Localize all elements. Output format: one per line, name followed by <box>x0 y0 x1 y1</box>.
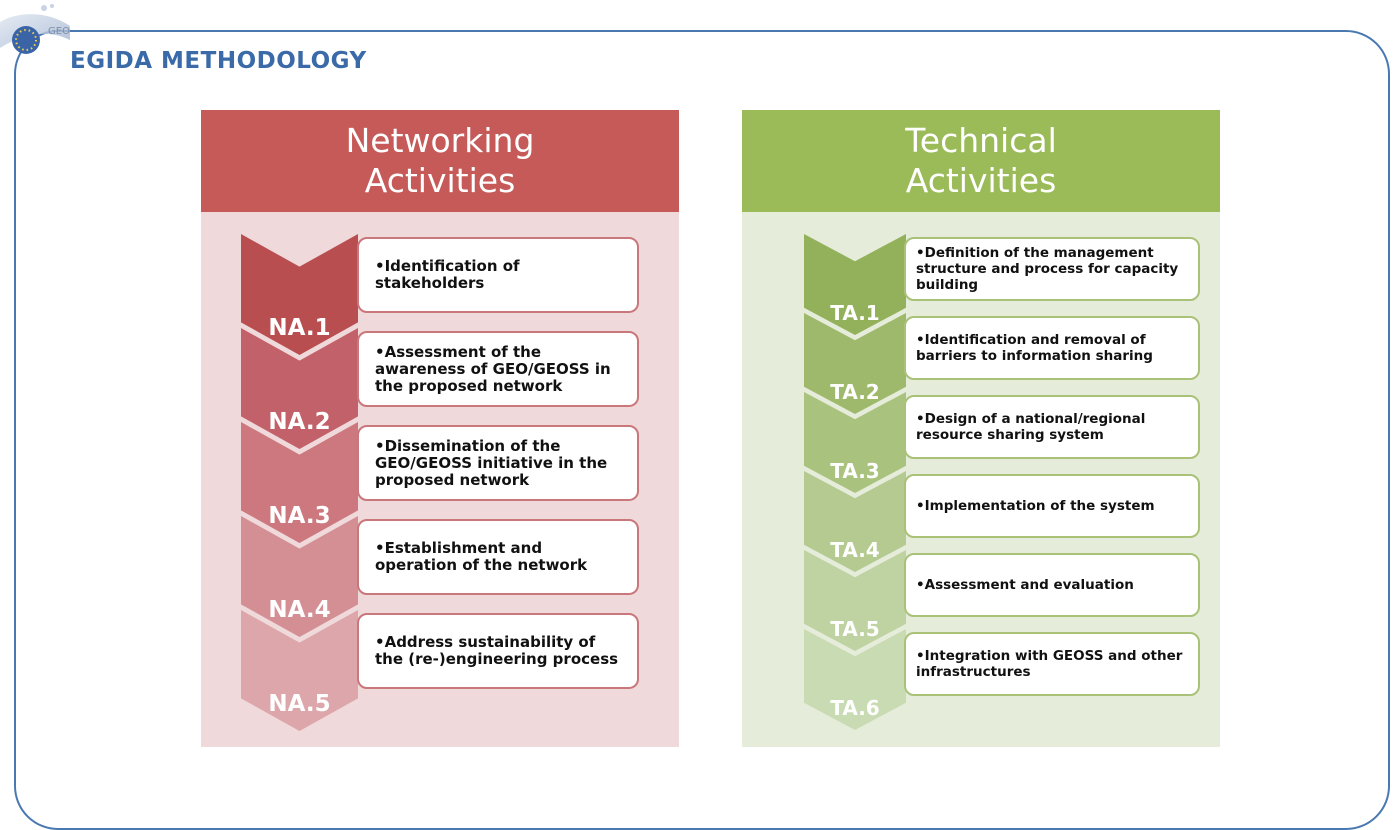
ta-step-5-description: •Assessment and evaluation <box>904 553 1200 617</box>
na-step-2-code: NA.2 <box>268 409 331 435</box>
ta-step-6-code: TA.6 <box>830 696 880 720</box>
na-step-2-description: •Assessment of the awareness of GEO/GEOS… <box>357 331 639 407</box>
ta-step-6-description: •Integration with GEOSS and other infras… <box>904 632 1200 696</box>
na-step-3-description: •Dissemination of the GEO/GEOSS initiati… <box>357 425 639 501</box>
ta-step-2-description: •Identification and removal of barriers … <box>904 316 1200 380</box>
ta-step-1-code: TA.1 <box>830 301 880 325</box>
ta-step-3-code: TA.3 <box>830 459 880 483</box>
na-step-5-description: •Address sustainability of the (re-)engi… <box>357 613 639 689</box>
na-step-4-description: •Establishment and operation of the netw… <box>357 519 639 595</box>
ta-step-4-code: TA.4 <box>830 538 880 562</box>
slide-title: EGIDA METHODOLOGY <box>70 48 367 74</box>
technical-title: Technical Activities <box>742 110 1220 212</box>
na-step-5-code: NA.5 <box>268 691 331 717</box>
ta-step-4-description: •Implementation of the system <box>904 474 1200 538</box>
ta-step-2-code: TA.2 <box>830 380 880 404</box>
ta-step-1-description: •Definition of the management structure … <box>904 237 1200 301</box>
networking-panel: Networking Activities NA.1 •Identificatio… <box>201 110 679 747</box>
na-step-1-code: NA.1 <box>268 315 331 341</box>
ta-step-1-chevron: TA.1 <box>804 234 906 335</box>
technical-panel: Technical Activities TA.1 •Definition of … <box>742 110 1220 747</box>
na-step-1-chevron: NA.1 <box>241 234 358 355</box>
na-step-4-code: NA.4 <box>268 597 331 623</box>
ta-step-5-code: TA.5 <box>830 617 880 641</box>
networking-title: Networking Activities <box>201 110 679 212</box>
ta-step-3-description: •Design of a national/regional resource … <box>904 395 1200 459</box>
na-step-1-description: •Identification of stakeholders <box>357 237 639 313</box>
logo-text: GEO <box>48 26 70 37</box>
geo-logo-icon: GEO <box>0 4 70 54</box>
na-step-3-code: NA.3 <box>268 503 331 529</box>
